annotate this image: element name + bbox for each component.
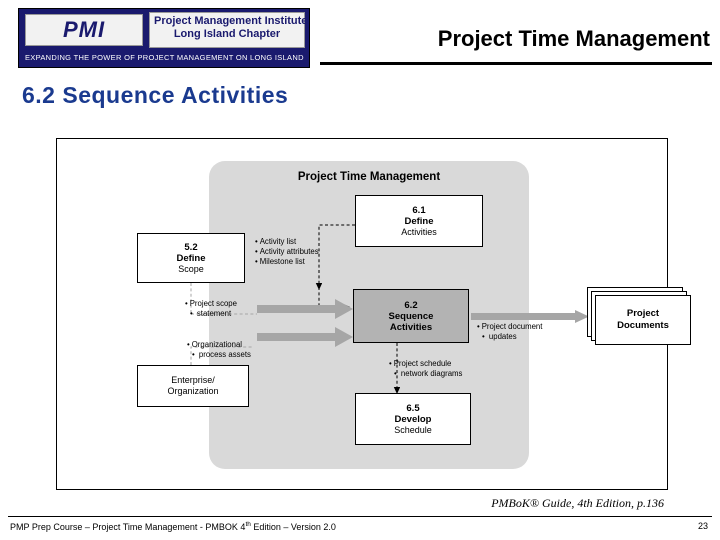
- process-diagram: Project Time Management: [56, 138, 691, 490]
- bullet-project-scope-line1: Project scope: [185, 299, 237, 309]
- box-52-name: Define: [176, 252, 206, 264]
- bullet-network-line2: network diagrams: [394, 369, 463, 379]
- header-title: Project Time Management: [437, 26, 710, 51]
- bullets-document-updates: Project document updates: [477, 322, 543, 342]
- box-sequence-activities: 6.2 Sequence Activities: [353, 289, 469, 343]
- page-title: 6.2 Sequence Activities: [22, 82, 289, 108]
- box-52-sub: Scope: [178, 263, 204, 274]
- box-61-sub: Activities: [401, 226, 437, 237]
- box-develop-schedule: 6.5 Develop Schedule: [355, 393, 471, 445]
- box-ent-name: Enterprise/: [171, 375, 215, 385]
- footer-divider: [8, 516, 712, 517]
- panel-title: Project Time Management: [297, 171, 441, 183]
- bullet-milestone-list: Milestone list: [255, 257, 319, 267]
- box-61-name: Define: [404, 215, 434, 227]
- slide-header: PMI Project Management Institute Long Is…: [0, 0, 720, 76]
- bullet-activity-attributes: Activity attributes: [255, 247, 319, 257]
- footer-course-label: PMP Prep Course – Project Time Managemen…: [10, 521, 336, 532]
- bullets-network-diagrams: Project schedule network diagrams: [389, 359, 463, 379]
- pmi-logo-line2: Long Island Chapter: [173, 28, 281, 40]
- bullet-project-scope-line2: statement: [190, 309, 237, 319]
- bullet-doc-updates-line2: updates: [482, 332, 542, 342]
- header-divider: [320, 62, 712, 65]
- box-62-sub: Activities: [389, 321, 433, 333]
- bullet-org-assets-line2: process assets: [192, 350, 251, 360]
- box-65-sub: Schedule: [394, 424, 432, 435]
- footer-left-a: PMP Prep Course – Project Time Managemen…: [10, 522, 246, 532]
- pmi-logo-line1: Project Management Institute: [154, 15, 308, 27]
- box-define-scope: 5.2 Define Scope: [137, 233, 245, 283]
- bullets-org-assets: Organizational process assets: [187, 340, 251, 360]
- bullet-doc-updates-line1: Project document: [477, 322, 543, 332]
- document-sheet-front: [595, 295, 691, 345]
- bullets-project-scope: Project scope statement: [185, 299, 237, 319]
- box-52-number: 5.2: [184, 241, 198, 253]
- project-documents-label: Project Documents: [595, 295, 691, 345]
- box-65-number: 6.5: [406, 402, 420, 414]
- box-61-number: 6.1: [412, 204, 426, 216]
- bullet-network-line1: Project schedule: [389, 359, 462, 369]
- footer-left-b: Edition – Version 2.0: [250, 522, 336, 532]
- page-number: 23: [697, 521, 708, 531]
- pmi-logo-mark: PMI: [25, 14, 143, 46]
- project-documents-stack: Project Documents: [587, 287, 693, 345]
- box-62-number: 6.2: [404, 299, 418, 311]
- bullets-activity-inputs: Activity list Activity attributes Milest…: [255, 237, 319, 267]
- bullet-org-assets-line1: Organizational: [187, 340, 251, 350]
- box-enterprise-organization: Enterprise/ Organization: [137, 365, 249, 407]
- docs-name: Project: [626, 308, 660, 319]
- box-ent-sub: Organization: [167, 386, 219, 396]
- source-citation: PMBoK® Guide, 4th Edition, p.136: [491, 496, 664, 510]
- pmi-logo-tagline: EXPANDING THE POWER OF PROJECT MANAGEMEN…: [25, 53, 304, 62]
- box-62-name: Sequence: [388, 310, 434, 322]
- docs-sub: Documents: [617, 320, 669, 331]
- box-define-activities: 6.1 Define Activities: [355, 195, 483, 247]
- footer-left-sup: th: [245, 521, 251, 528]
- bullet-activity-list: Activity list: [255, 237, 319, 247]
- pmi-logo-title: Project Management Institute Long Island…: [149, 12, 308, 48]
- box-65-name: Develop: [394, 413, 432, 425]
- pmi-logo: PMI Project Management Institute Long Is…: [18, 8, 310, 68]
